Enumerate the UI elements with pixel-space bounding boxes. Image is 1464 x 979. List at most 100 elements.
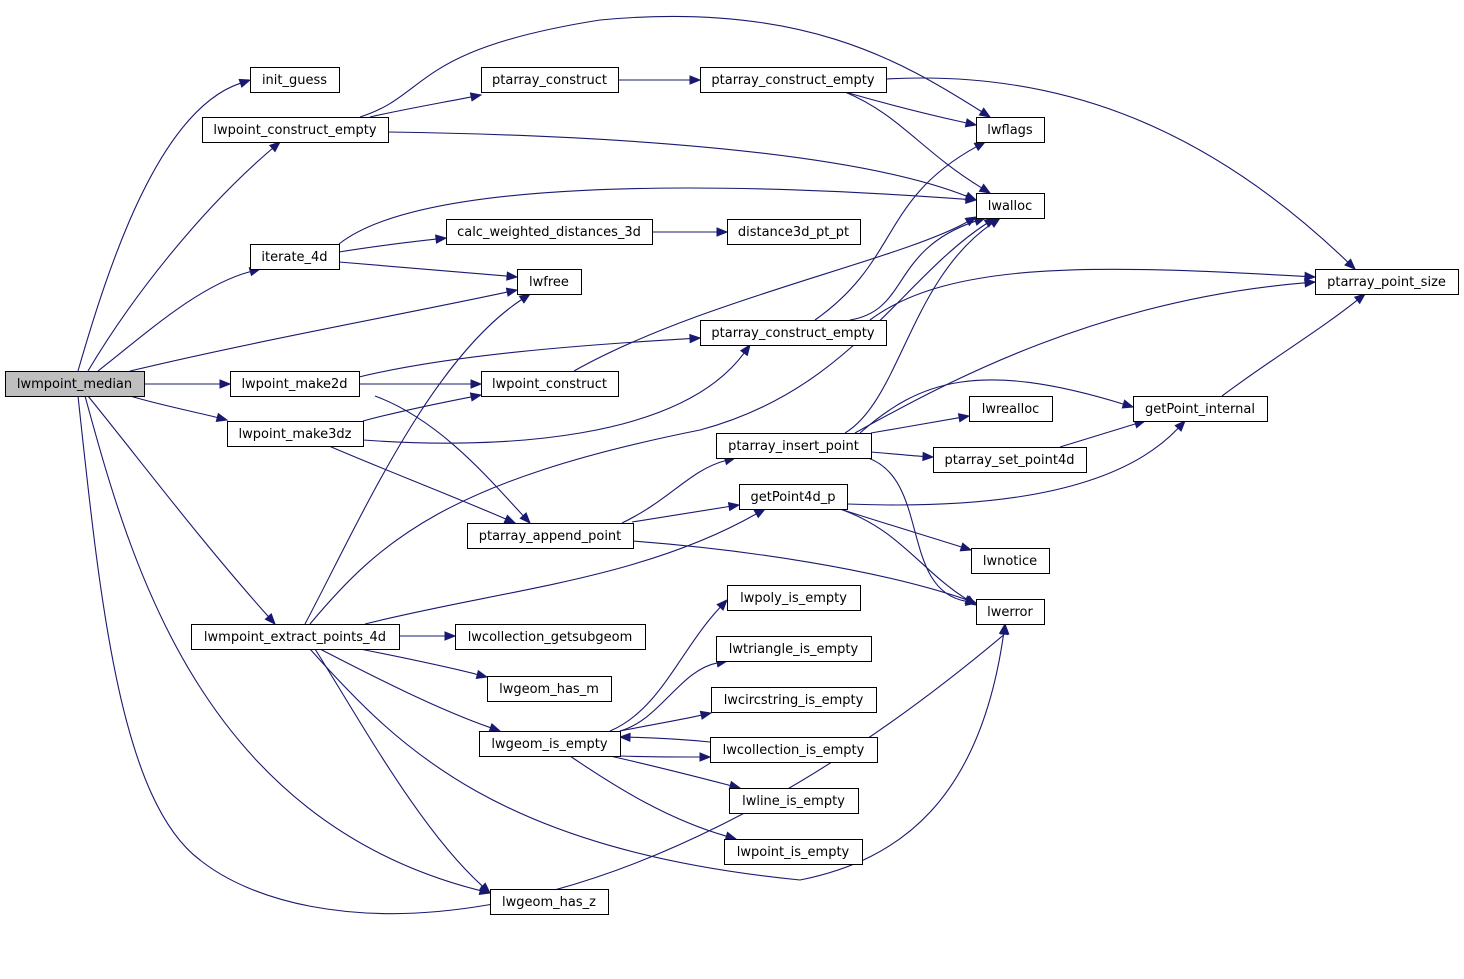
node-label: lwcollection_is_empty <box>723 743 865 758</box>
node-box <box>230 371 360 397</box>
node-lwpoint-construct[interactable]: lwpoint_construct <box>481 371 619 397</box>
arrowhead-icon <box>689 75 702 85</box>
node-lwcollection-is-empty[interactable]: lwcollection_is_empty <box>710 737 878 763</box>
node-distance3d-pt-pt[interactable]: distance3d_pt_pt <box>727 219 861 245</box>
edge-line <box>1059 423 1136 448</box>
node-lwpoint-make2d[interactable]: lwpoint_make2d <box>230 371 360 397</box>
node-ptarray-append-point[interactable]: ptarray_append_point <box>467 523 634 549</box>
node-ptarray-point-size[interactable]: ptarray_point_size <box>1315 269 1459 295</box>
edge-ptarray_construct_empty_top-to-ptarray_point_size <box>885 77 1356 270</box>
edge-line <box>569 755 727 837</box>
node-lwgeom-has-z[interactable]: lwgeom_has_z <box>490 889 609 915</box>
arrowhead-icon <box>699 752 712 762</box>
node-box <box>727 585 861 611</box>
node-box <box>716 636 872 662</box>
edge-line <box>328 445 507 520</box>
edge-lwcollection_is_empty-to-lwgeom_is_empty <box>618 732 711 743</box>
node-label: lwcircstring_is_empty <box>724 693 864 708</box>
edge-line <box>885 77 1349 263</box>
node-lwerror[interactable]: lwerror <box>976 599 1045 625</box>
node-lwpoly-is-empty[interactable]: lwpoly_is_empty <box>727 585 861 611</box>
arrowhead-icon <box>435 234 448 244</box>
node-box <box>250 244 340 270</box>
edge-line <box>369 96 472 118</box>
node-lwgeom-is-empty[interactable]: lwgeom_is_empty <box>479 731 621 757</box>
edge-line <box>77 82 241 372</box>
node-label: ptarray_construct_empty <box>711 326 874 341</box>
node-lwalloc[interactable]: lwalloc <box>976 193 1045 219</box>
node-label: lwfree <box>529 275 569 290</box>
node-ptarray-set-point4d[interactable]: ptarray_set_point4d <box>933 447 1087 473</box>
edge-line <box>839 508 968 601</box>
node-getPoint-internal[interactable]: getPoint_internal <box>1133 396 1268 422</box>
edge-line <box>314 648 483 887</box>
edge-line <box>97 271 251 372</box>
node-label: calc_weighted_distances_3d <box>457 225 641 240</box>
edge-line <box>77 395 1006 915</box>
node-lwrealloc[interactable]: lwrealloc <box>969 396 1053 422</box>
arrowhead-icon <box>1344 258 1356 270</box>
node-lwflags[interactable]: lwflags <box>976 117 1045 143</box>
edge-line <box>869 268 1306 321</box>
node-lwmpoint-median[interactable]: lwmpoint_median <box>5 371 145 397</box>
edge-line <box>844 91 967 124</box>
node-lwpoint-make3dz[interactable]: lwpoint_make3dz <box>227 421 364 447</box>
node-label: lwpoint_construct_empty <box>213 123 376 138</box>
node-iterate-4d[interactable]: iterate_4d <box>250 244 340 270</box>
node-label: iterate_4d <box>261 250 327 265</box>
node-box <box>710 737 878 763</box>
node-lwfree[interactable]: lwfree <box>517 269 582 295</box>
arrowhead-icon <box>479 882 492 894</box>
node-ptarray-construct-empty-mid[interactable]: ptarray_construct_empty <box>700 320 887 346</box>
node-init-guess[interactable]: init_guess <box>250 67 340 93</box>
node-getPoint4d-p[interactable]: getPoint4d_p <box>739 484 848 510</box>
edge-lwmpoint_extract_points_4d-to-lwgeom_is_empty <box>319 648 502 733</box>
node-lwgeom-has-m[interactable]: lwgeom_has_m <box>487 676 612 702</box>
node-lwtriangle-is-empty[interactable]: lwtriangle_is_empty <box>716 636 872 662</box>
node-label: lwpoint_construct <box>492 377 607 392</box>
node-lwnotice[interactable]: lwnotice <box>971 548 1050 574</box>
edge-lwmpoint_extract_points_4d-to-lwgeom_has_m <box>359 648 489 679</box>
arrowhead-icon <box>506 271 519 281</box>
arrowhead-icon <box>469 92 483 102</box>
arrowhead-icon <box>922 451 935 462</box>
node-lwcircstring-is-empty[interactable]: lwcircstring_is_empty <box>711 687 877 713</box>
edge-line <box>338 187 967 245</box>
node-lwline-is-empty[interactable]: lwline_is_empty <box>729 788 859 814</box>
node-label: lwgeom_is_empty <box>491 737 608 752</box>
node-calc-weighted-distances-3d[interactable]: calc_weighted_distances_3d <box>446 219 653 245</box>
arrowhead-icon <box>518 293 532 304</box>
edge-line <box>621 460 726 524</box>
node-label: distance3d_pt_pt <box>738 225 849 240</box>
node-lwcollection-getsubgeom[interactable]: lwcollection_getsubgeom <box>455 624 646 650</box>
edge-lwpoint_make3dz-to-lwpoint_construct <box>362 392 483 422</box>
edge-line <box>338 238 437 253</box>
edge-line <box>619 662 718 732</box>
edge-ptarray_construct-to-ptarray_construct_empty_top <box>617 75 702 85</box>
node-lwpoint-construct-empty[interactable]: lwpoint_construct_empty <box>202 117 389 143</box>
edge-lwmpoint_extract_points_4d-to-lwalloc <box>309 217 997 625</box>
edge-lwpoint_make2d-to-lwpoint_construct <box>358 379 483 389</box>
node-label: lwline_is_empty <box>742 794 845 809</box>
node-lwmpoint-extract-points-4d[interactable]: lwmpoint_extract_points_4d <box>191 624 400 650</box>
node-ptarray-construct[interactable]: ptarray_construct <box>481 67 619 93</box>
edge-line <box>362 352 745 444</box>
node-lwpoint-is-empty[interactable]: lwpoint_is_empty <box>724 839 863 865</box>
edge-line <box>1221 299 1358 397</box>
arrowhead-icon <box>470 379 483 389</box>
node-box <box>1133 396 1268 422</box>
node-box <box>729 788 859 814</box>
node-ptarray-construct-empty-top[interactable]: ptarray_construct_empty <box>700 67 887 93</box>
node-label: ptarray_point_size <box>1327 275 1446 290</box>
arrowhead-icon <box>219 379 232 389</box>
node-label: ptarray_construct <box>492 73 607 88</box>
node-label: lwgeom_has_m <box>499 682 599 697</box>
edge-line <box>631 540 967 601</box>
arrowhead-icon <box>727 501 741 512</box>
edge-calc_weighted_distances_3d-to-distance3d_pt_pt <box>651 227 729 237</box>
arrowhead-icon <box>1174 420 1186 432</box>
edge-lwpoint_construct-to-lwalloc <box>573 216 978 372</box>
node-ptarray-insert-point[interactable]: ptarray_insert_point <box>716 433 872 459</box>
edge-line <box>87 148 273 372</box>
edge-line <box>844 223 993 434</box>
